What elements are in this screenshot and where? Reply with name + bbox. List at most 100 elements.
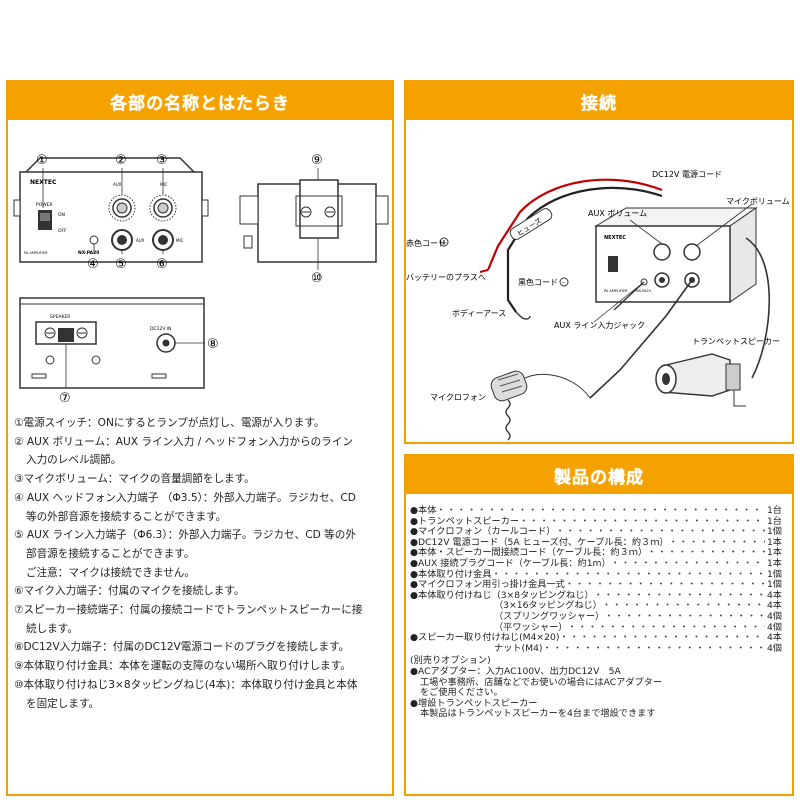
product-item-quantity: 4本 (766, 589, 782, 601)
callout-8: ⑧ (207, 337, 219, 352)
aux-jack-label: AUX (136, 238, 145, 243)
contents-header: 製品の構成 (406, 456, 792, 494)
product-item-quantity: 1個 (766, 568, 782, 580)
product-item-quantity: 4本 (766, 600, 782, 612)
product-item: （平ワッシャー）4個 (410, 621, 782, 634)
product-contents-rows: ●本体1台●トランペットスピーカー1台●マイクロフォン（カールコード）1個●DC… (410, 505, 782, 655)
product-item: ●マイクロフォン用引っ掛け金具一式1個 (410, 580, 782, 591)
description-line: ⑩本体取り付けねじ3×8タッピングねじ(4本)：本体取り付け金具と本体 (14, 678, 358, 691)
left-section-title: 各部の名称とはたらき (110, 93, 290, 114)
leader-dots (543, 644, 765, 655)
product-item: ●本体1台 (410, 505, 782, 517)
microphone-illustration (490, 370, 528, 441)
option-line: ●増設トランペットスピーカー (410, 697, 538, 709)
contents-title: 製品の構成 (554, 467, 644, 488)
leader-dots (604, 612, 765, 623)
product-item-quantity: 1本 (766, 547, 782, 559)
leader-dots (594, 591, 765, 602)
product-item-quantity: 1本 (766, 557, 782, 569)
aux-knob-label: AUX (113, 182, 122, 187)
description-line: ⑥マイク入力端子：付属のマイクを接続します。 (14, 585, 245, 598)
product-item: ●スピーカー取り付けねじ(M4×20)4本 (410, 633, 782, 644)
description-line: 続します。 (26, 622, 78, 635)
product-item: ●DC12V 電源コード（5A ヒューズ付、ケーブル長：約３ｍ） 1本 (410, 536, 782, 549)
leader-dots (611, 559, 765, 570)
option-line: 本製品はトランペットスピーカーを4台まで増設できます (420, 708, 656, 720)
product-item: ●本体取り付けねじ（3×8タッピングねじ） 4本 (410, 589, 782, 602)
callout-10: ⑩ (311, 271, 323, 286)
minus-mark: - (562, 279, 565, 287)
description-line: ご注意：マイクは接続できません。 (26, 566, 195, 579)
description-line: ①電源スイッチ：ONにするとランプが点灯し、電源が入ります。 (14, 417, 325, 429)
product-item-name: ●本体取り付け金具 (410, 568, 492, 580)
leader-dots (436, 506, 765, 517)
plus-mark: + (441, 239, 447, 247)
left-section-header: 各部の名称とはたらき (8, 82, 392, 120)
brand-label: NEXTEC (30, 179, 57, 186)
product-item-quantity: 1台 (766, 505, 782, 516)
body-earth-label: ボディーアース (452, 308, 506, 318)
product-item-name: ●マイクロフォン用引っ掛け金具一式 (410, 579, 565, 591)
product-item-name: ●スピーカー取り付けねじ(M4×20) (410, 632, 560, 644)
leader-dots (559, 633, 765, 644)
description-line: ④ AUX ヘッドフォン入力端子 （Φ3.5）：外部入力端子。ラジカセ、CD (14, 491, 356, 504)
description-line: 入力のレベル調節。 (26, 454, 122, 467)
product-item: ナット(M4)4個 (410, 642, 782, 655)
product-item: ●トランペットスピーカー1台 (410, 515, 782, 528)
description-line: 部音源を接続することができます。 (26, 547, 195, 560)
product-contents: ●本体1台●トランペットスピーカー1台●マイクロフォン（カールコード）1個●DC… (410, 505, 782, 720)
trumpet-speaker-label: トランペットスピーカー (692, 337, 780, 346)
connection-title: 接続 (581, 93, 617, 114)
black-cord-label: 黒色コード (518, 277, 558, 287)
leader-dots (519, 517, 765, 528)
model-label: NX-PA20 (78, 250, 99, 256)
option-line: ●ACアダプター：入力AC100V、出力DC12V 5A (410, 665, 621, 677)
aux-jack-connection-label: AUX ライン入力ジャック (554, 320, 645, 330)
callout-5: ⑤ (115, 257, 127, 272)
option-line: 工場や事務所、店舗などでお使いの場合にはACアダプター (420, 676, 663, 688)
leader-dots (647, 548, 765, 559)
product-item-name: ●本体・スピーカー間接続コード（ケーブル長：約３ｍ） (410, 547, 648, 559)
product-item-quantity: 1本 (766, 536, 782, 548)
on-label: ON (58, 212, 65, 218)
option-line: をご使用ください。 (420, 687, 503, 699)
speaker-label: SPEAKER (50, 314, 70, 320)
description-line: ⑧DC12V入力端子：付属のDC12V電源コードのプラグを接続します。 (14, 641, 350, 654)
type-label: PA AMPLIFIER (24, 251, 48, 255)
product-item-name: （3×16タッピングねじ） (494, 600, 602, 612)
red-cord-label: 赤色コード (406, 238, 446, 248)
device-diagrams: NEXTEC POWER ON OFF PA AMPLIFIER NX-PA20… (13, 153, 389, 406)
product-item: ●本体・スピーカー間接続コード（ケーブル長：約３ｍ） 1本 (410, 548, 782, 559)
callout-4: ④ (87, 257, 99, 272)
microphone-label: マイクロフォン (430, 393, 486, 402)
product-item-quantity: 4個 (766, 610, 782, 622)
top-view-diagram: ⑨ ⑩ (239, 153, 389, 286)
amp-type: PA AMPLIFIER (604, 289, 628, 293)
aux-volume-label: AUX ボリューム (588, 209, 647, 218)
product-item-name: ●DC12V 電源コード（5A ヒューズ付、ケーブル長：約３ｍ） (410, 536, 669, 548)
product-item: ●本体取り付け金具 1個 (410, 568, 782, 581)
description-line: ⑤ AUX ライン入力端子（Φ6.3）：外部入力端子。ラジカセ、CD 等の外 (14, 529, 356, 542)
leader-dots (568, 623, 765, 634)
power-label: POWER (36, 202, 53, 208)
product-item: （スプリングワッシャー） 4個 (410, 610, 782, 623)
leader-dots (565, 580, 765, 591)
option-line: (別売りオプション) (410, 655, 491, 667)
product-item-name: ●本体取り付けねじ（3×8タッピングねじ） (410, 589, 594, 601)
product-item-quantity: 1台 (766, 515, 782, 527)
product-item: ●AUX 接続プラグコード（ケーブル長：約1m）1本 (410, 557, 782, 570)
callout-2: ② (115, 153, 127, 168)
product-item-quantity: 4個 (766, 642, 782, 654)
callout-1: ① (36, 153, 48, 168)
description-line: 等の外部音源を接続することができます。 (26, 510, 227, 523)
leader-dots (669, 538, 765, 549)
product-item-name: （平ワッシャー） (494, 621, 568, 633)
callout-3: ③ (156, 153, 168, 168)
product-item-name: ●マイクロフォン（カールコード） (410, 526, 556, 538)
product-item-name: （スプリングワッシャー） (494, 610, 605, 622)
amp-brand: NEXTEC (604, 235, 626, 241)
product-item-quantity: 1個 (766, 526, 782, 538)
mic-jack-label: MIC (176, 238, 184, 243)
parts-description-list: ①電源スイッチ：ONにするとランプが点灯し、電源が入ります。② AUX ボリュー… (14, 414, 390, 713)
